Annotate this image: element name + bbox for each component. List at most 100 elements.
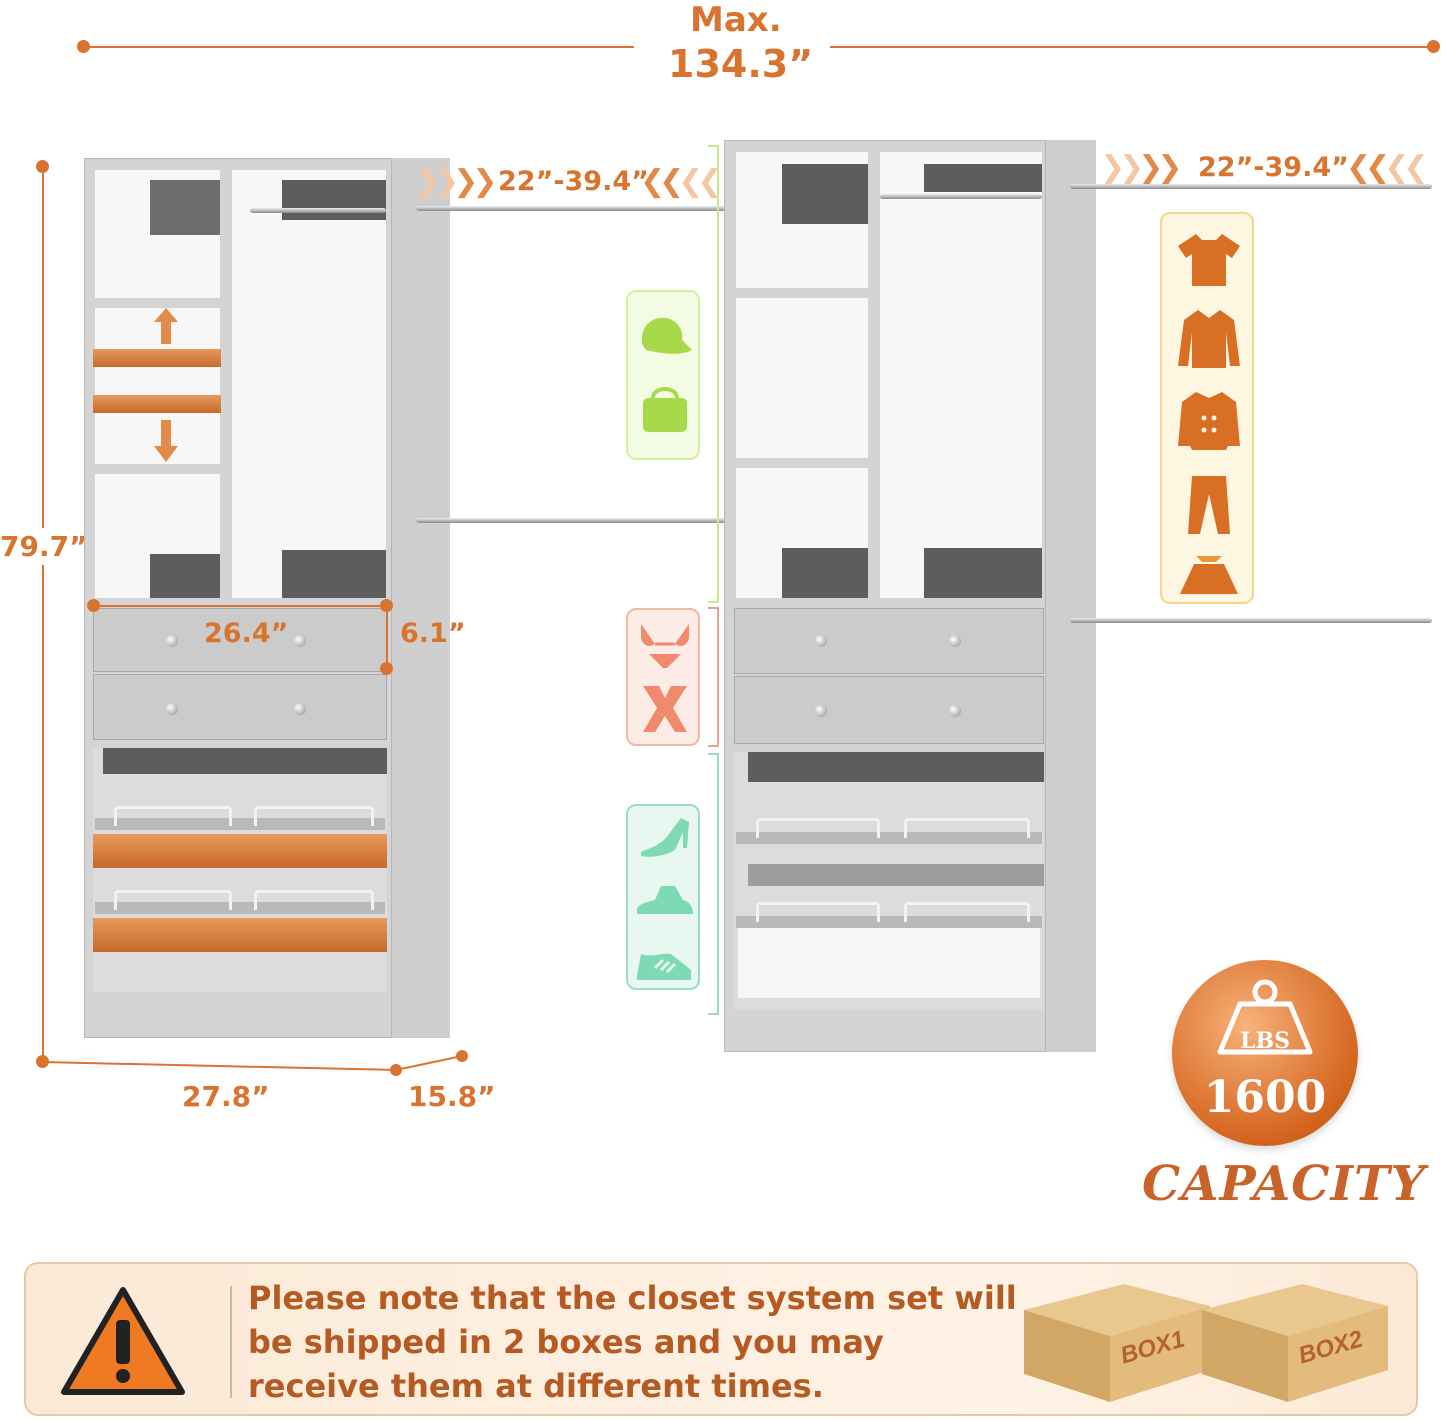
- drawer-width-line: [94, 605, 386, 607]
- adjust-up-arrow-icon: [154, 308, 178, 344]
- weight-icon: [1217, 979, 1313, 1055]
- rod-range-left-chevrons-in: ❯❯❯❯: [415, 165, 498, 198]
- drawer-width-dot: [380, 599, 393, 612]
- drawer-knob: [294, 635, 306, 647]
- dress-shoe-icon: [637, 886, 693, 914]
- right-extension-rod-bottom: [1070, 618, 1432, 623]
- left-upper-cubby-1: [95, 170, 220, 298]
- tshirt-icon: [1178, 234, 1240, 286]
- drawer-height-line: [386, 606, 388, 668]
- left-cabinet-rod: [250, 208, 386, 213]
- adjustable-shelf-top: [93, 349, 221, 367]
- drawer-height-dot: [380, 662, 393, 675]
- shoes-panel: [626, 804, 700, 990]
- width-end-dot: [1427, 40, 1440, 53]
- right-cabinet-side: [1042, 140, 1096, 1052]
- rod-range-right-chevrons-out: ❮❮❮❮: [1346, 151, 1429, 184]
- badge-value: 1600: [1203, 1072, 1327, 1123]
- drawer-knob: [166, 635, 178, 647]
- sneaker-icon: [637, 953, 691, 980]
- drawer-width-value: 26.4”: [204, 618, 289, 649]
- max-width-line-right: [830, 46, 1434, 48]
- max-label: Max.: [690, 0, 782, 40]
- adjustable-shoe-shelf-1: [93, 834, 387, 868]
- rod-range-left: 22”-39.4”: [498, 166, 649, 197]
- rod-range-right: 22”-39.4”: [1198, 152, 1349, 183]
- hat-icon: [641, 317, 692, 354]
- left-drawer-1: [93, 608, 387, 672]
- left-extension-rod-top: [416, 206, 728, 211]
- capacity-label: CAPACITY: [1142, 1156, 1426, 1212]
- left-shoe-section: [93, 748, 387, 992]
- right-drawer-1: [734, 608, 1044, 674]
- left-upper-cubby-2: [95, 308, 220, 464]
- height-value: 79.7”: [0, 528, 88, 565]
- left-shoe-shelf-1: [95, 818, 385, 830]
- width-value: 27.8”: [182, 1080, 270, 1113]
- shoe-rail: [756, 818, 880, 838]
- notice-divider: [230, 1286, 232, 1398]
- right-shoe-section: [734, 752, 1044, 1010]
- jacket-icon: [1178, 392, 1240, 450]
- warning-icon: [61, 1287, 185, 1395]
- height-line: [42, 166, 44, 1061]
- right-drawer-2: [734, 676, 1044, 744]
- left-drawer-2: [93, 674, 387, 740]
- shoe-rail: [756, 902, 880, 922]
- right-upper-cubby-2: [736, 298, 868, 458]
- shoe-rail: [904, 818, 1030, 838]
- badge-unit: LBS: [1240, 1028, 1290, 1054]
- left-shoe-shelf-2: [95, 902, 385, 914]
- drawer-height-value: 6.1”: [400, 618, 466, 649]
- max-width-line-left: [84, 46, 634, 48]
- right-shoe-shelf-1: [736, 832, 1042, 844]
- drawer-knob: [294, 703, 306, 715]
- high-heel-icon: [641, 818, 689, 857]
- width-start-dot: [77, 40, 90, 53]
- left-hanging-section: [232, 170, 386, 598]
- drawer-width-dot: [87, 599, 100, 612]
- shoe-rail: [254, 890, 374, 910]
- shirt-icon: [1178, 310, 1240, 368]
- shoe-rail: [114, 890, 232, 910]
- shoe-rail: [904, 902, 1030, 922]
- max-width-value: 134.3”: [668, 42, 814, 86]
- shoe-rail: [114, 806, 232, 826]
- underwear-panel: [626, 608, 700, 746]
- capacity-badge: LBS 1600: [1172, 960, 1358, 1146]
- rod-range-left-chevrons-out: ❮❮❮❮: [640, 165, 723, 198]
- accessories-panel: [626, 290, 700, 460]
- right-extension-rod-top: [1070, 184, 1432, 189]
- drawer-knob: [815, 705, 827, 717]
- right-hanging-section: [880, 152, 1042, 598]
- shipping-notice: Please note that the closet system set w…: [24, 1262, 1418, 1416]
- drawer-knob: [949, 635, 961, 647]
- left-upper-cubby-3: [95, 474, 220, 598]
- right-upper-cubby-1: [736, 152, 868, 288]
- adjustable-shelf-bottom: [93, 395, 221, 413]
- clothes-panel: [1160, 212, 1254, 604]
- drawer-knob: [815, 635, 827, 647]
- drawer-knob: [166, 703, 178, 715]
- shoe-rail: [254, 806, 374, 826]
- base-dimension-lines: [41, 1050, 468, 1076]
- left-extension-rod-middle: [416, 518, 728, 523]
- handbag-icon: [643, 387, 687, 432]
- box2-icon: [1202, 1284, 1388, 1402]
- left-cabinet-side: [388, 158, 450, 1038]
- box1-icon: [1024, 1284, 1210, 1402]
- depth-value: 15.8”: [408, 1080, 496, 1113]
- right-upper-cubby-3: [736, 468, 868, 598]
- drawer-knob: [949, 705, 961, 717]
- adjustable-shoe-shelf-2: [93, 918, 387, 952]
- adjust-down-arrow-icon: [154, 420, 178, 462]
- scarf-icon: [643, 686, 687, 732]
- category-brackets: [708, 145, 719, 1015]
- right-cabinet-rod: [880, 194, 1042, 199]
- skirt-icon: [1180, 556, 1238, 594]
- notice-text: Please note that the closet system set w…: [248, 1279, 1017, 1405]
- pants-icon: [1188, 476, 1230, 534]
- bra-icon: [641, 624, 689, 668]
- right-shoe-shelf-2: [736, 916, 1042, 928]
- rod-range-right-chevrons-in: ❯❯❯❯: [1100, 151, 1183, 184]
